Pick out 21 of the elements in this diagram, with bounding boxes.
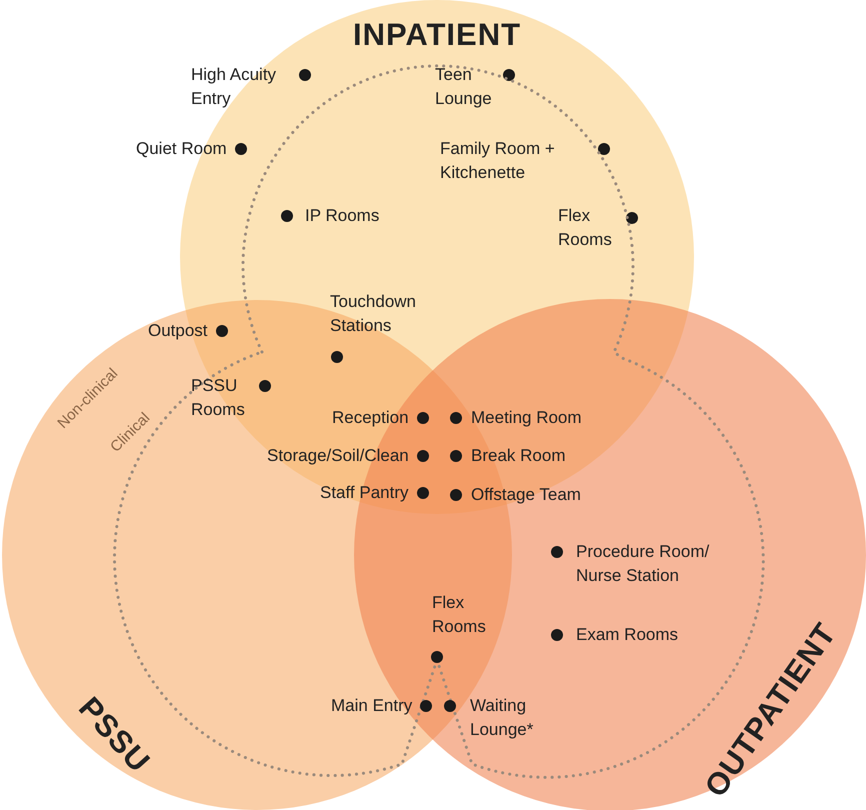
room-label: Teen Lounge — [435, 64, 493, 110]
room-label: Offstage Team — [471, 484, 581, 506]
room-label: Family Room + Kitchenette — [440, 138, 556, 184]
room-label: Procedure Room/ Nurse Station — [576, 541, 710, 587]
room-label: Quiet Room — [136, 138, 227, 160]
room-label: PSSU Rooms — [191, 375, 246, 421]
room-label: Outpost — [148, 320, 208, 342]
room-label: Meeting Room — [471, 407, 582, 429]
room-label: High Acuity Entry — [191, 64, 278, 110]
room-label: Flex Rooms — [558, 205, 613, 251]
room-label: IP Rooms — [305, 205, 380, 227]
room-label: Staff Pantry — [320, 482, 409, 504]
room-label: Storage/Soil/Clean — [267, 445, 409, 467]
circle-title: INPATIENT — [353, 17, 522, 53]
room-label: Break Room — [471, 445, 566, 467]
room-label: Main Entry — [331, 695, 412, 717]
room-label: Waiting Lounge* — [470, 695, 534, 741]
room-label: Touchdown Stations — [330, 291, 418, 337]
room-label: Flex Rooms — [432, 592, 487, 638]
room-label: Exam Rooms — [576, 624, 678, 646]
room-label: Reception — [332, 407, 409, 429]
